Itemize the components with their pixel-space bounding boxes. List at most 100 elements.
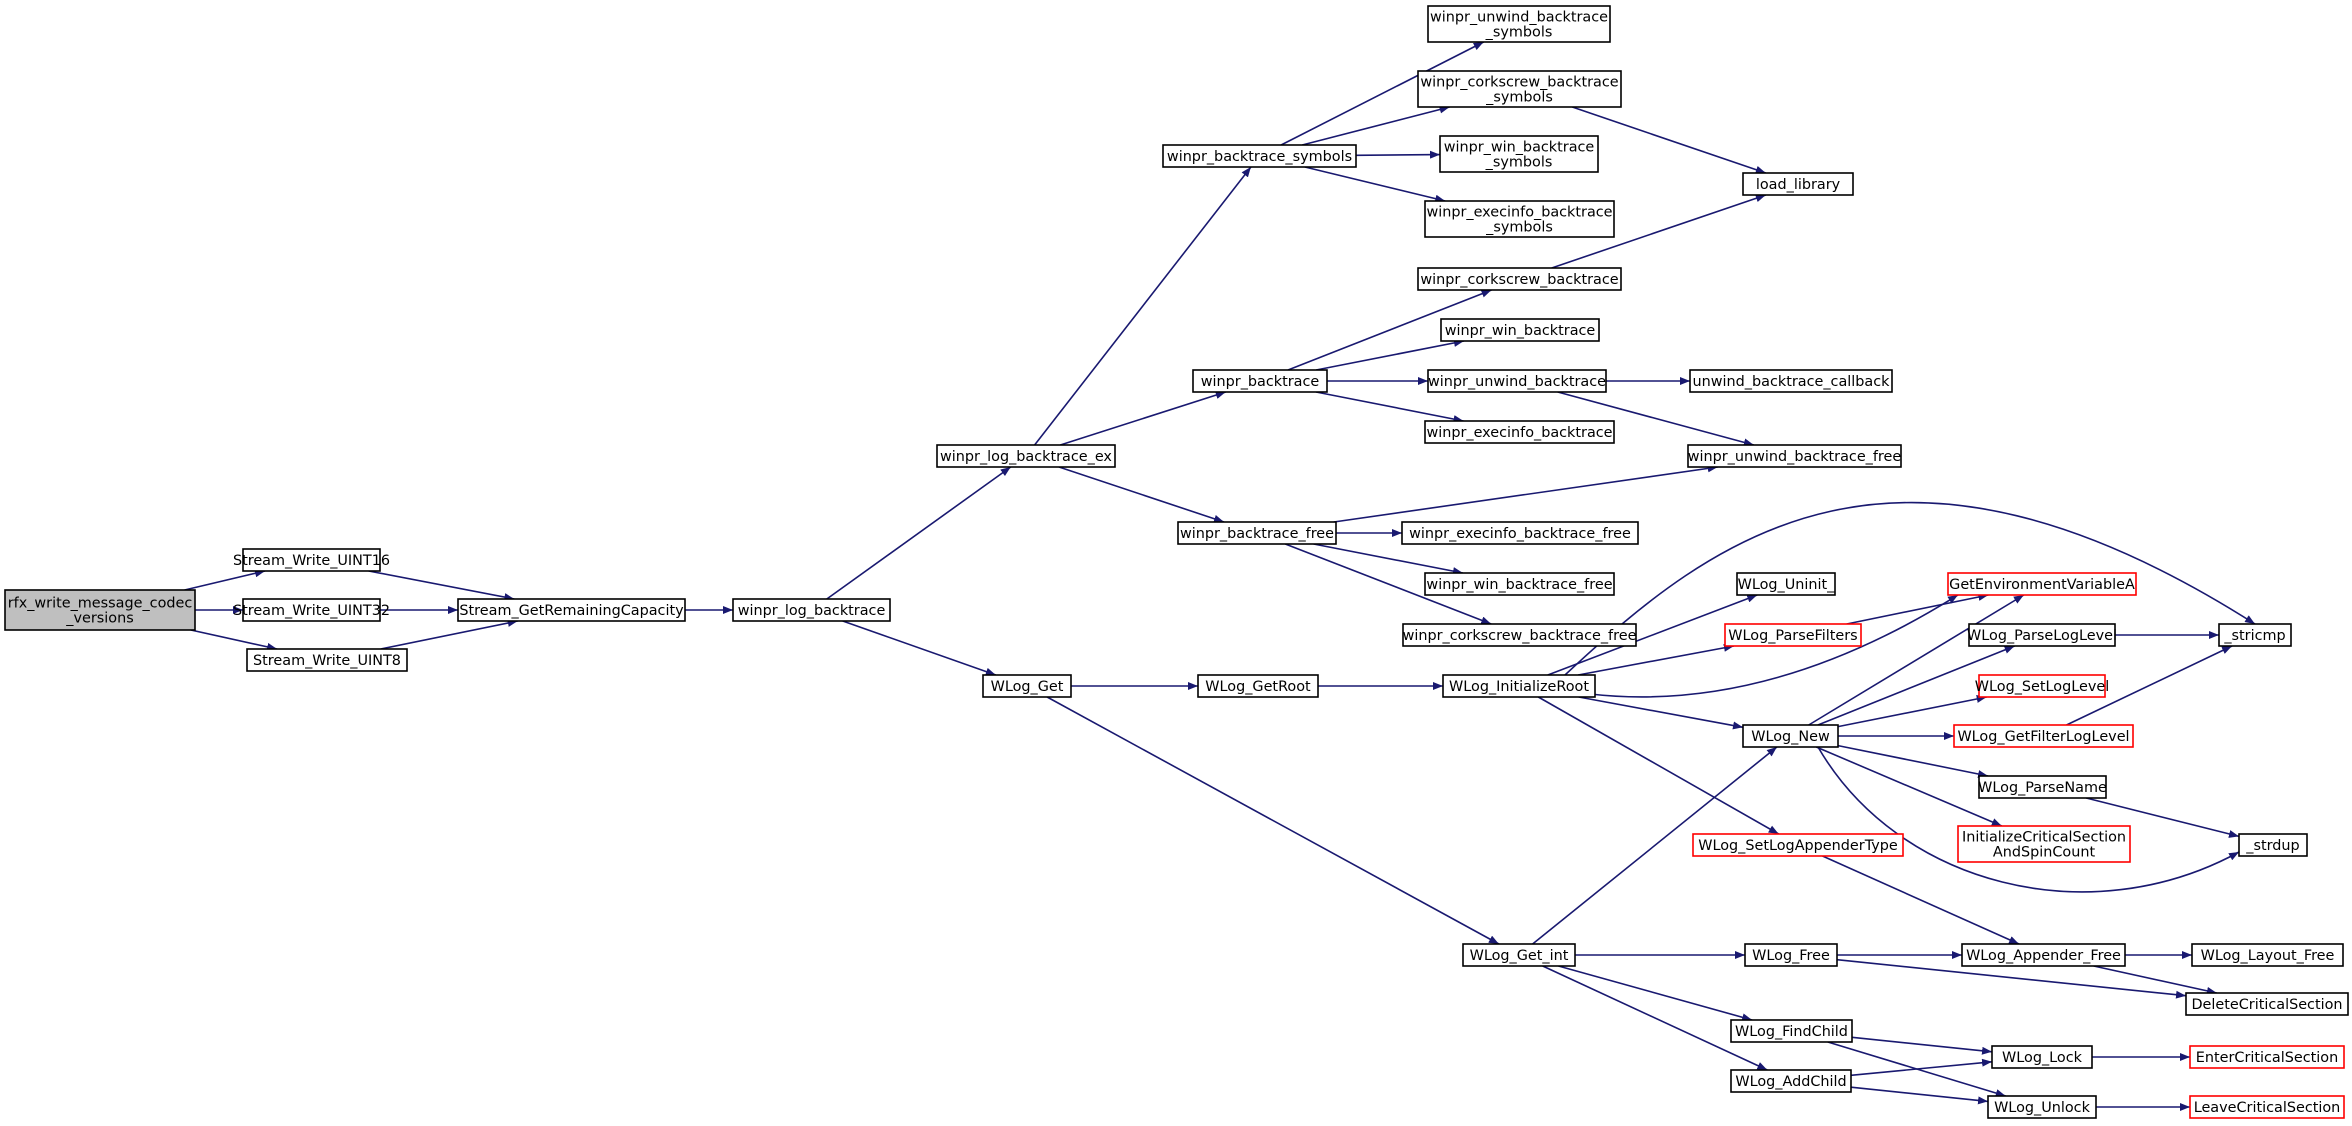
node-box[interactable] — [1724, 623, 1862, 647]
node-parsename[interactable]: WLog_ParseName — [1978, 775, 2107, 799]
node-sgrc[interactable]: Stream_GetRemainingCapacity — [457, 598, 686, 622]
node-box[interactable] — [1440, 318, 1600, 342]
node-wwinfree[interactable]: winpr_win_backtrace_free — [1424, 572, 1615, 596]
node-lock[interactable]: WLog_Lock — [1991, 1045, 2093, 1069]
node-wexecfree[interactable]: winpr_execinfo_backtrace_free — [1401, 521, 1639, 545]
node-box[interactable] — [457, 598, 686, 622]
node-box[interactable] — [1689, 369, 1893, 393]
node-box[interactable] — [1730, 1019, 1853, 1043]
node-wexecsym[interactable]: winpr_execinfo_backtrace_symbols — [1424, 200, 1615, 238]
node-box[interactable] — [1947, 572, 2137, 596]
node-wbt[interactable]: winpr_backtrace — [1192, 369, 1328, 393]
node-box[interactable] — [732, 598, 891, 622]
node-wbsym[interactable]: winpr_backtrace_symbols — [1162, 144, 1357, 168]
node-sw32[interactable]: Stream_Write_UINT32 — [233, 598, 390, 622]
node-box[interactable] — [2191, 943, 2344, 967]
node-getint[interactable]: WLog_Get_int — [1462, 943, 1576, 967]
node-box[interactable] — [1417, 70, 1622, 108]
node-box[interactable] — [1427, 5, 1611, 43]
node-wcork[interactable]: winpr_corkscrew_backtrace — [1417, 267, 1622, 291]
node-getfilterloglevel[interactable]: WLog_GetFilterLogLevel — [1953, 724, 2134, 748]
node-box[interactable] — [246, 648, 408, 672]
node-loadlib[interactable]: load_library — [1742, 172, 1854, 196]
node-box[interactable] — [1730, 1069, 1852, 1093]
node-box[interactable] — [1742, 724, 1839, 748]
node-setappender[interactable]: WLog_SetLogAppenderType — [1692, 833, 1904, 857]
node-box[interactable] — [1687, 444, 1902, 468]
node-wexec[interactable]: winpr_execinfo_backtrace — [1424, 420, 1615, 444]
node-layoutfree[interactable]: WLog_Layout_Free — [2191, 943, 2344, 967]
node-box[interactable] — [2238, 833, 2308, 857]
node-box[interactable] — [4, 589, 196, 631]
node-box[interactable] — [1401, 521, 1639, 545]
node-leavecs[interactable]: LeaveCriticalSection — [2189, 1095, 2345, 1119]
node-initroot[interactable]: WLog_InitializeRoot — [1442, 674, 1596, 698]
node-entercs[interactable]: EnterCriticalSection — [2189, 1045, 2345, 1069]
node-box[interactable] — [1744, 943, 1838, 967]
node-stricmp[interactable]: _stricmp — [2218, 623, 2292, 647]
node-box[interactable] — [1427, 369, 1607, 393]
node-wwinsym[interactable]: winpr_win_backtrace_symbols — [1439, 135, 1599, 173]
node-box[interactable] — [242, 598, 381, 622]
node-wunw[interactable]: winpr_unwind_backtrace — [1427, 369, 1607, 393]
node-box[interactable] — [1957, 825, 2131, 863]
node-wlb[interactable]: winpr_log_backtrace — [732, 598, 891, 622]
node-box[interactable] — [982, 674, 1072, 698]
node-wunwsym[interactable]: winpr_unwind_backtrace_symbols — [1427, 5, 1611, 43]
node-deletecs[interactable]: DeleteCriticalSection — [2185, 992, 2349, 1016]
node-box[interactable] — [1162, 144, 1357, 168]
node-wlogfree[interactable]: WLog_Free — [1744, 943, 1838, 967]
node-box[interactable] — [1736, 572, 1836, 596]
node-box[interactable] — [242, 548, 381, 572]
node-box[interactable] — [936, 444, 1116, 468]
node-wcorkfree[interactable]: winpr_corkscrew_backtrace_free — [1402, 623, 1637, 647]
node-box[interactable] — [1417, 267, 1622, 291]
node-box[interactable] — [1961, 943, 2126, 967]
node-appfree[interactable]: WLog_Appender_Free — [1961, 943, 2126, 967]
node-getenv[interactable]: GetEnvironmentVariableA — [1947, 572, 2137, 596]
node-box[interactable] — [1424, 200, 1615, 238]
node-box[interactable] — [1192, 369, 1328, 393]
node-setloglevel[interactable]: WLog_SetLogLevel — [1975, 674, 2109, 698]
node-wlogget[interactable]: WLog_Get — [982, 674, 1072, 698]
node-box[interactable] — [1978, 674, 2106, 698]
node-sw16[interactable]: Stream_Write_UINT16 — [233, 548, 390, 572]
node-box[interactable] — [2189, 1095, 2345, 1119]
node-parseloglevel[interactable]: WLog_ParseLogLevel — [1967, 623, 2117, 647]
node-addchild[interactable]: WLog_AddChild — [1730, 1069, 1852, 1093]
node-wbtfree[interactable]: winpr_backtrace_free — [1177, 521, 1337, 545]
node-sw8[interactable]: Stream_Write_UINT8 — [246, 648, 408, 672]
node-box[interactable] — [1424, 572, 1615, 596]
node-findchild[interactable]: WLog_FindChild — [1730, 1019, 1853, 1043]
node-parsefilters[interactable]: WLog_ParseFilters — [1724, 623, 1862, 647]
node-box[interactable] — [1197, 674, 1319, 698]
node-box[interactable] — [1439, 135, 1599, 173]
node-getroot[interactable]: WLog_GetRoot — [1197, 674, 1319, 698]
node-wlbex[interactable]: winpr_log_backtrace_ex — [936, 444, 1116, 468]
node-wlognew[interactable]: WLog_New — [1742, 724, 1839, 748]
node-box[interactable] — [1692, 833, 1904, 857]
node-unlock[interactable]: WLog_Unlock — [1987, 1095, 2097, 1119]
node-box[interactable] — [1177, 521, 1337, 545]
node-box[interactable] — [1462, 943, 1576, 967]
node-box[interactable] — [1424, 420, 1615, 444]
node-strdup[interactable]: _strdup — [2238, 833, 2308, 857]
node-box[interactable] — [1742, 172, 1854, 196]
node-box[interactable] — [2218, 623, 2292, 647]
node-box[interactable] — [1953, 724, 2134, 748]
node-box[interactable] — [1978, 775, 2107, 799]
node-box[interactable] — [1968, 623, 2116, 647]
node-box[interactable] — [1442, 674, 1596, 698]
node-uninit[interactable]: WLog_Uninit_ — [1736, 572, 1836, 596]
node-wunwfree[interactable]: winpr_unwind_backtrace_free — [1687, 444, 1902, 468]
node-box[interactable] — [1402, 623, 1637, 647]
node-box[interactable] — [1991, 1045, 2093, 1069]
node-wcorksym[interactable]: winpr_corkscrew_backtrace_symbols — [1417, 70, 1622, 108]
node-box[interactable] — [1987, 1095, 2097, 1119]
node-unwcb[interactable]: unwind_backtrace_callback — [1689, 369, 1893, 393]
node-rfx[interactable]: rfx_write_message_codec_versions — [4, 589, 196, 631]
node-box[interactable] — [2185, 992, 2349, 1016]
node-wwin[interactable]: winpr_win_backtrace — [1440, 318, 1600, 342]
node-box[interactable] — [2189, 1045, 2345, 1069]
